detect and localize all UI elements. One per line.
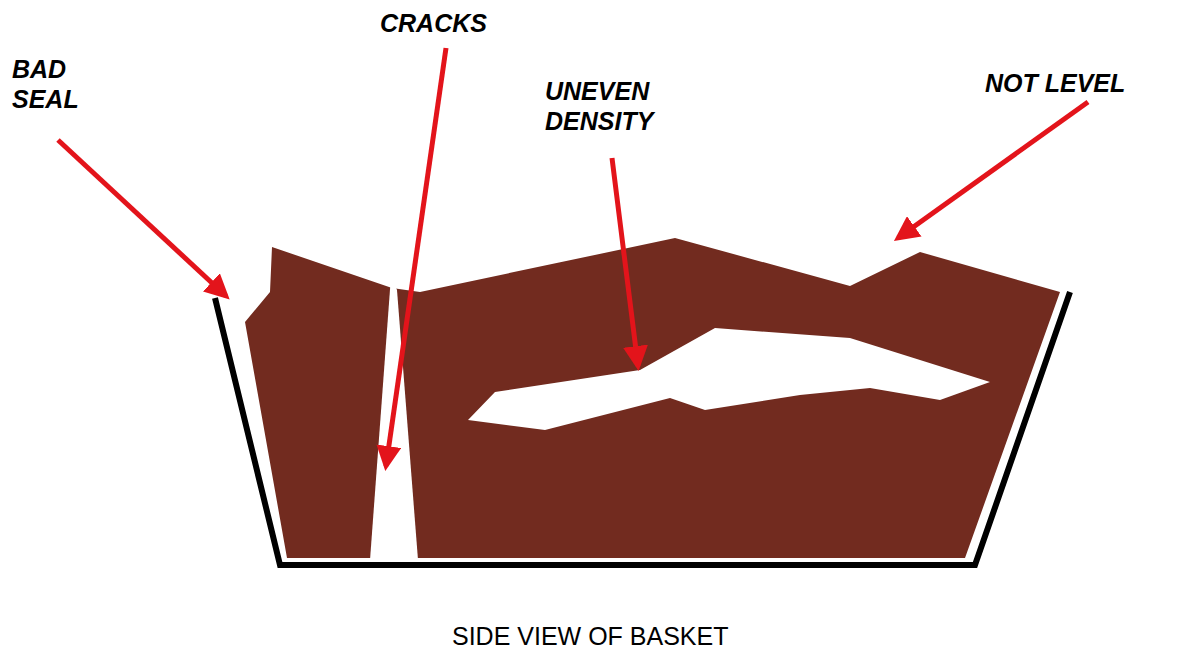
figure-caption: SIDE VIEW OF BASKET	[452, 622, 728, 651]
leader-arrow	[612, 158, 638, 366]
callout-label: UNEVEN DENSITY	[545, 76, 695, 136]
leader-arrow	[386, 48, 446, 466]
callout-label: CRACKS	[380, 8, 530, 38]
leader-arrow	[58, 140, 226, 296]
basket-outline	[215, 292, 1070, 565]
callout-label: NOT LEVEL	[985, 68, 1165, 98]
callout-label: BAD SEAL	[12, 54, 122, 114]
coffee-puck	[245, 238, 1060, 558]
low-density-void	[468, 328, 990, 430]
leader-arrow	[898, 102, 1088, 238]
